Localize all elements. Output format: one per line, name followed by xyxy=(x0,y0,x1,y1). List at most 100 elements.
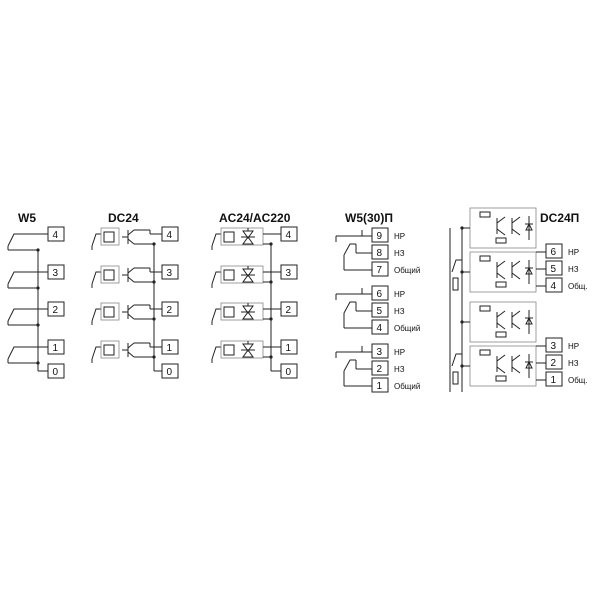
led-box xyxy=(103,231,115,243)
terminal-box xyxy=(371,244,389,260)
terminal-box xyxy=(47,363,65,379)
resistor xyxy=(452,277,459,291)
resistor xyxy=(495,375,507,382)
relay-contact xyxy=(91,271,101,285)
contact-label: НР xyxy=(394,290,405,299)
transistor-leg xyxy=(511,366,521,374)
optocoupler-box xyxy=(100,227,120,246)
junction-dot xyxy=(152,242,156,246)
terminal-label: 0 xyxy=(286,367,292,378)
terminal-label: 2 xyxy=(167,305,173,316)
transistor-leg xyxy=(511,272,521,280)
terminal-box xyxy=(280,301,298,317)
terminal-box xyxy=(371,227,389,243)
contact-label: НР xyxy=(568,248,579,257)
transistor-leg xyxy=(496,216,506,224)
terminal-box xyxy=(280,226,298,242)
optocoupler-box xyxy=(100,265,120,284)
contact-label: НР xyxy=(394,348,405,357)
transistor-leg xyxy=(496,310,506,318)
terminal-box xyxy=(371,377,389,393)
terminal-label: 4 xyxy=(551,281,557,292)
resistor xyxy=(495,237,507,244)
terminal-label: 2 xyxy=(53,305,59,316)
optotriac-box xyxy=(220,340,264,359)
junction-dot xyxy=(36,361,40,365)
terminal-label: 4 xyxy=(377,323,383,334)
resistor xyxy=(479,305,491,312)
terminal-box xyxy=(161,264,179,280)
terminal-label: 4 xyxy=(167,230,173,241)
contact-label: НР xyxy=(568,342,579,351)
terminal-label: 1 xyxy=(377,381,383,392)
junction-dot xyxy=(460,364,464,368)
contact-label: НЗ xyxy=(394,249,405,258)
resistor xyxy=(479,255,491,262)
led-box xyxy=(223,231,235,243)
transistor-emitter xyxy=(127,238,135,245)
transistor-emitter xyxy=(127,313,135,320)
junction-dot xyxy=(152,317,156,321)
transistor-leg xyxy=(496,366,506,374)
led-box xyxy=(223,344,235,356)
terminal-box xyxy=(161,339,179,355)
relay-contact xyxy=(91,308,101,322)
contact-label: Общий xyxy=(394,324,420,333)
relay-contact xyxy=(343,301,356,314)
terminal-label: 3 xyxy=(377,347,383,358)
title-w5: W5 xyxy=(18,211,36,225)
terminal-box xyxy=(545,371,563,387)
terminal-box xyxy=(161,363,179,379)
terminal-label: 1 xyxy=(167,343,173,354)
triac-symbol xyxy=(242,274,254,283)
relay-contact xyxy=(7,308,20,322)
led-box xyxy=(223,269,235,281)
transistor-leg xyxy=(511,228,521,236)
terminal-label: 4 xyxy=(286,230,292,241)
terminal-label: 2 xyxy=(377,364,383,375)
relay-contact xyxy=(91,233,101,247)
transistor-leg xyxy=(496,272,506,280)
terminal-box xyxy=(161,301,179,317)
terminal-box xyxy=(545,337,563,353)
terminal-label: 1 xyxy=(551,375,557,386)
terminal-label: 1 xyxy=(286,343,292,354)
terminal-box xyxy=(280,264,298,280)
contact-label: Общ. xyxy=(568,282,588,291)
terminal-label: 3 xyxy=(551,341,557,352)
transistor-leg xyxy=(496,228,506,236)
terminal-box xyxy=(371,261,389,277)
led-box xyxy=(103,344,115,356)
resistor xyxy=(452,371,459,385)
title-ac: AC24/AC220 xyxy=(219,211,291,225)
title-dc24p: DC24П xyxy=(540,211,579,225)
junction-dot xyxy=(460,320,464,324)
optocoupler-box xyxy=(100,302,120,321)
triac-symbol xyxy=(242,349,254,358)
contact-label: Общий xyxy=(394,266,420,275)
terminal-label: 4 xyxy=(53,230,59,241)
transistor-emitter xyxy=(127,276,135,283)
junction-dot xyxy=(36,248,40,252)
terminal-label: 1 xyxy=(53,343,59,354)
junction-dot xyxy=(36,286,40,290)
transistor-collector xyxy=(127,229,135,236)
terminal-box xyxy=(371,319,389,335)
optotriac-box xyxy=(220,227,264,246)
led-box xyxy=(103,269,115,281)
contact-label: НЗ xyxy=(568,265,579,274)
optotriac-box xyxy=(220,265,264,284)
terminal-label: 7 xyxy=(377,265,383,276)
terminal-box xyxy=(280,363,298,379)
transistor-leg xyxy=(496,260,506,268)
relay-contact xyxy=(7,346,20,360)
relay-contact xyxy=(7,233,20,247)
junction-dot xyxy=(269,317,273,321)
terminal-box xyxy=(371,360,389,376)
terminal-box xyxy=(47,264,65,280)
triac-symbol xyxy=(242,311,254,320)
junction-dot xyxy=(152,280,156,284)
junction-dot xyxy=(269,280,273,284)
junction-dot xyxy=(152,355,156,359)
